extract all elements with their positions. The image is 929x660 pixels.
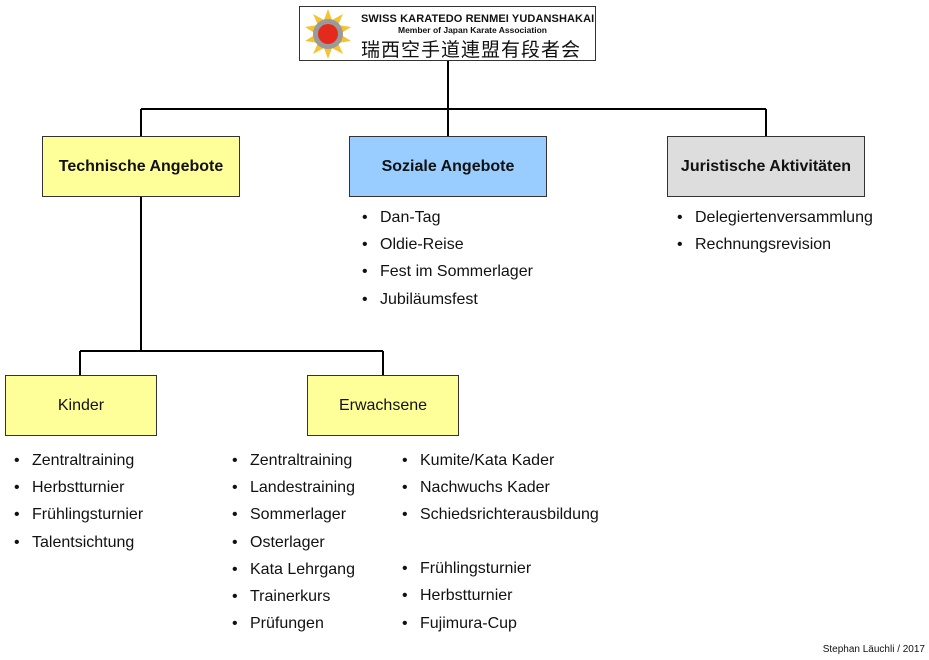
box-kids: Kinder [5, 375, 157, 436]
author-signature: Stephan Läuchli / 2017 [822, 644, 925, 655]
list-item: Frühlingsturnier [402, 559, 599, 586]
adults-list-right: Kumite/Kata Kader Nachwuchs Kader Schied… [402, 451, 599, 641]
list-item: Rechnungsrevision [677, 235, 873, 262]
list-item: Prüfungen [232, 614, 355, 641]
legal-list: Delegiertenversammlung Rechnungsrevision [677, 208, 873, 262]
org-logo: SWISS KARATEDO RENMEI YUDANSHAKAI Member… [299, 6, 596, 61]
list-item: Fujimura-Cup [402, 614, 599, 641]
box-adults: Erwachsene [307, 375, 459, 436]
kids-list: Zentraltraining Herbstturnier Frühlingst… [14, 451, 143, 560]
list-item: Schiedsrichterausbildung [402, 505, 599, 532]
list-item: Talentsichtung [14, 533, 143, 560]
box-legal: Juristische Aktivitäten [667, 136, 865, 197]
list-item: Jubiläumsfest [362, 290, 533, 317]
list-item: Kumite/Kata Kader [402, 451, 599, 478]
list-item: Trainerkurs [232, 587, 355, 614]
list-item: Nachwuchs Kader [402, 478, 599, 505]
list-spacer [402, 533, 599, 560]
org-name-kanji: 瑞西空手道連盟有段者会 [361, 39, 582, 61]
list-item: Herbstturnier [14, 478, 143, 505]
list-item: Zentraltraining [232, 451, 355, 478]
list-item: Delegiertenversammlung [677, 208, 873, 235]
list-item: Osterlager [232, 533, 355, 560]
list-item: Frühlingsturnier [14, 505, 143, 532]
list-item: Zentraltraining [14, 451, 143, 478]
list-item: Kata Lehrgang [232, 560, 355, 587]
list-item: Oldie-Reise [362, 235, 533, 262]
list-item: Sommerlager [232, 505, 355, 532]
org-subtitle: Member of Japan Karate Association [398, 25, 547, 35]
emblem-sun [318, 24, 338, 44]
karate-emblem-icon [305, 9, 351, 59]
list-item: Landestraining [232, 478, 355, 505]
list-item: Herbstturnier [402, 586, 599, 613]
list-item: Fest im Sommerlager [362, 262, 533, 289]
list-item: Dan-Tag [362, 208, 533, 235]
org-name: SWISS KARATEDO RENMEI YUDANSHAKAI [361, 13, 595, 25]
adults-list-left: Zentraltraining Landestraining Sommerlag… [232, 451, 355, 641]
box-technical: Technische Angebote [42, 136, 240, 197]
box-social: Soziale Angebote [349, 136, 547, 197]
social-list: Dan-Tag Oldie-Reise Fest im Sommerlager … [362, 208, 533, 317]
